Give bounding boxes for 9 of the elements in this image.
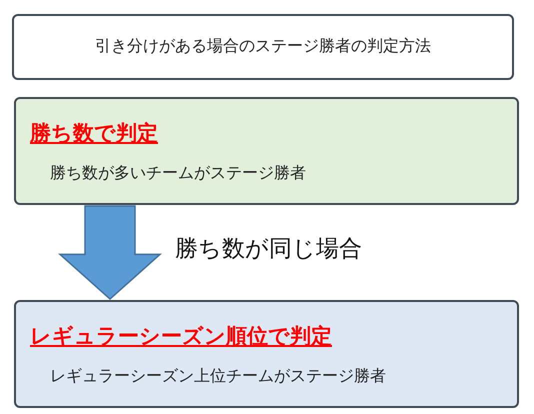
step-heading: レギュラーシーズン順位で判定 xyxy=(30,323,332,350)
step-box xyxy=(14,97,519,205)
step-description: レギュラーシーズン上位チームがステージ勝者 xyxy=(50,366,386,387)
title-box xyxy=(12,14,514,80)
step-description: 勝ち数が多いチームがステージ勝者 xyxy=(50,163,306,184)
step-box xyxy=(14,300,519,408)
block-arrow xyxy=(58,205,162,300)
step-heading: 勝ち数で判定 xyxy=(30,120,158,147)
title-text: 引き分けがある場合のステージ勝者の判定方法 xyxy=(94,36,432,57)
